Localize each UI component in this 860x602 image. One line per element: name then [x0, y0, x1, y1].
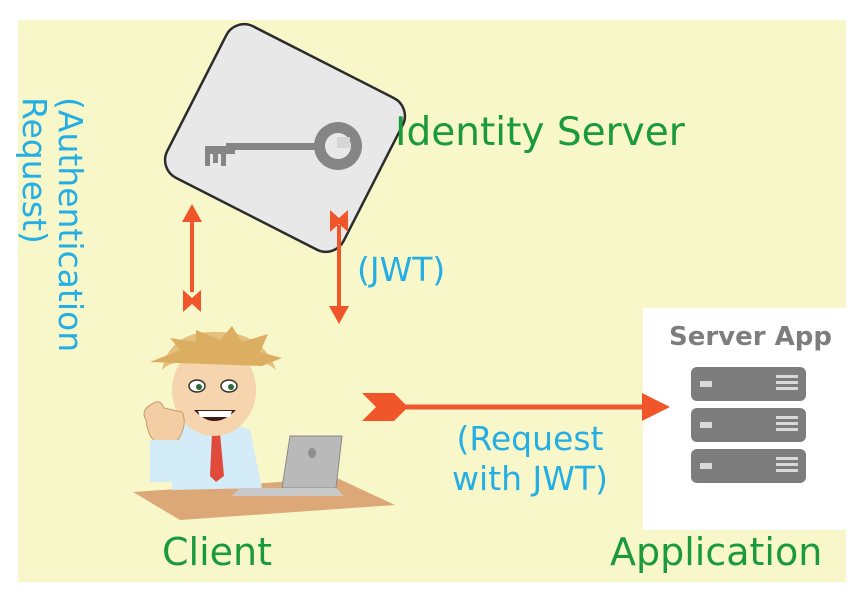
request-with-jwt-line2: with JWT) — [452, 459, 608, 499]
authentication-request-line1: (Authentication — [51, 97, 90, 353]
request-with-jwt-line1: (Request — [456, 419, 604, 458]
auth-request-arrow — [182, 204, 202, 312]
jwt-label: (JWT) — [357, 250, 446, 289]
request-with-jwt-label: (Request with JWT) — [430, 419, 630, 500]
laptop-icon — [232, 435, 344, 496]
server-stack-icon — [691, 367, 806, 483]
authentication-request-line2: Request) — [15, 97, 55, 244]
identity-server-card — [163, 22, 407, 254]
request-with-jwt-arrow — [362, 393, 670, 421]
server-app-label: Server App — [669, 322, 832, 352]
authentication-request-label: (Authentication Request) — [15, 97, 90, 353]
client-label: Client — [162, 530, 273, 574]
application-label: Application — [610, 530, 823, 574]
identity-server-label: Identity Server — [395, 110, 685, 155]
client-person-icon — [133, 326, 395, 520]
key-icon — [205, 122, 362, 170]
jwt-response-arrow — [329, 210, 349, 324]
